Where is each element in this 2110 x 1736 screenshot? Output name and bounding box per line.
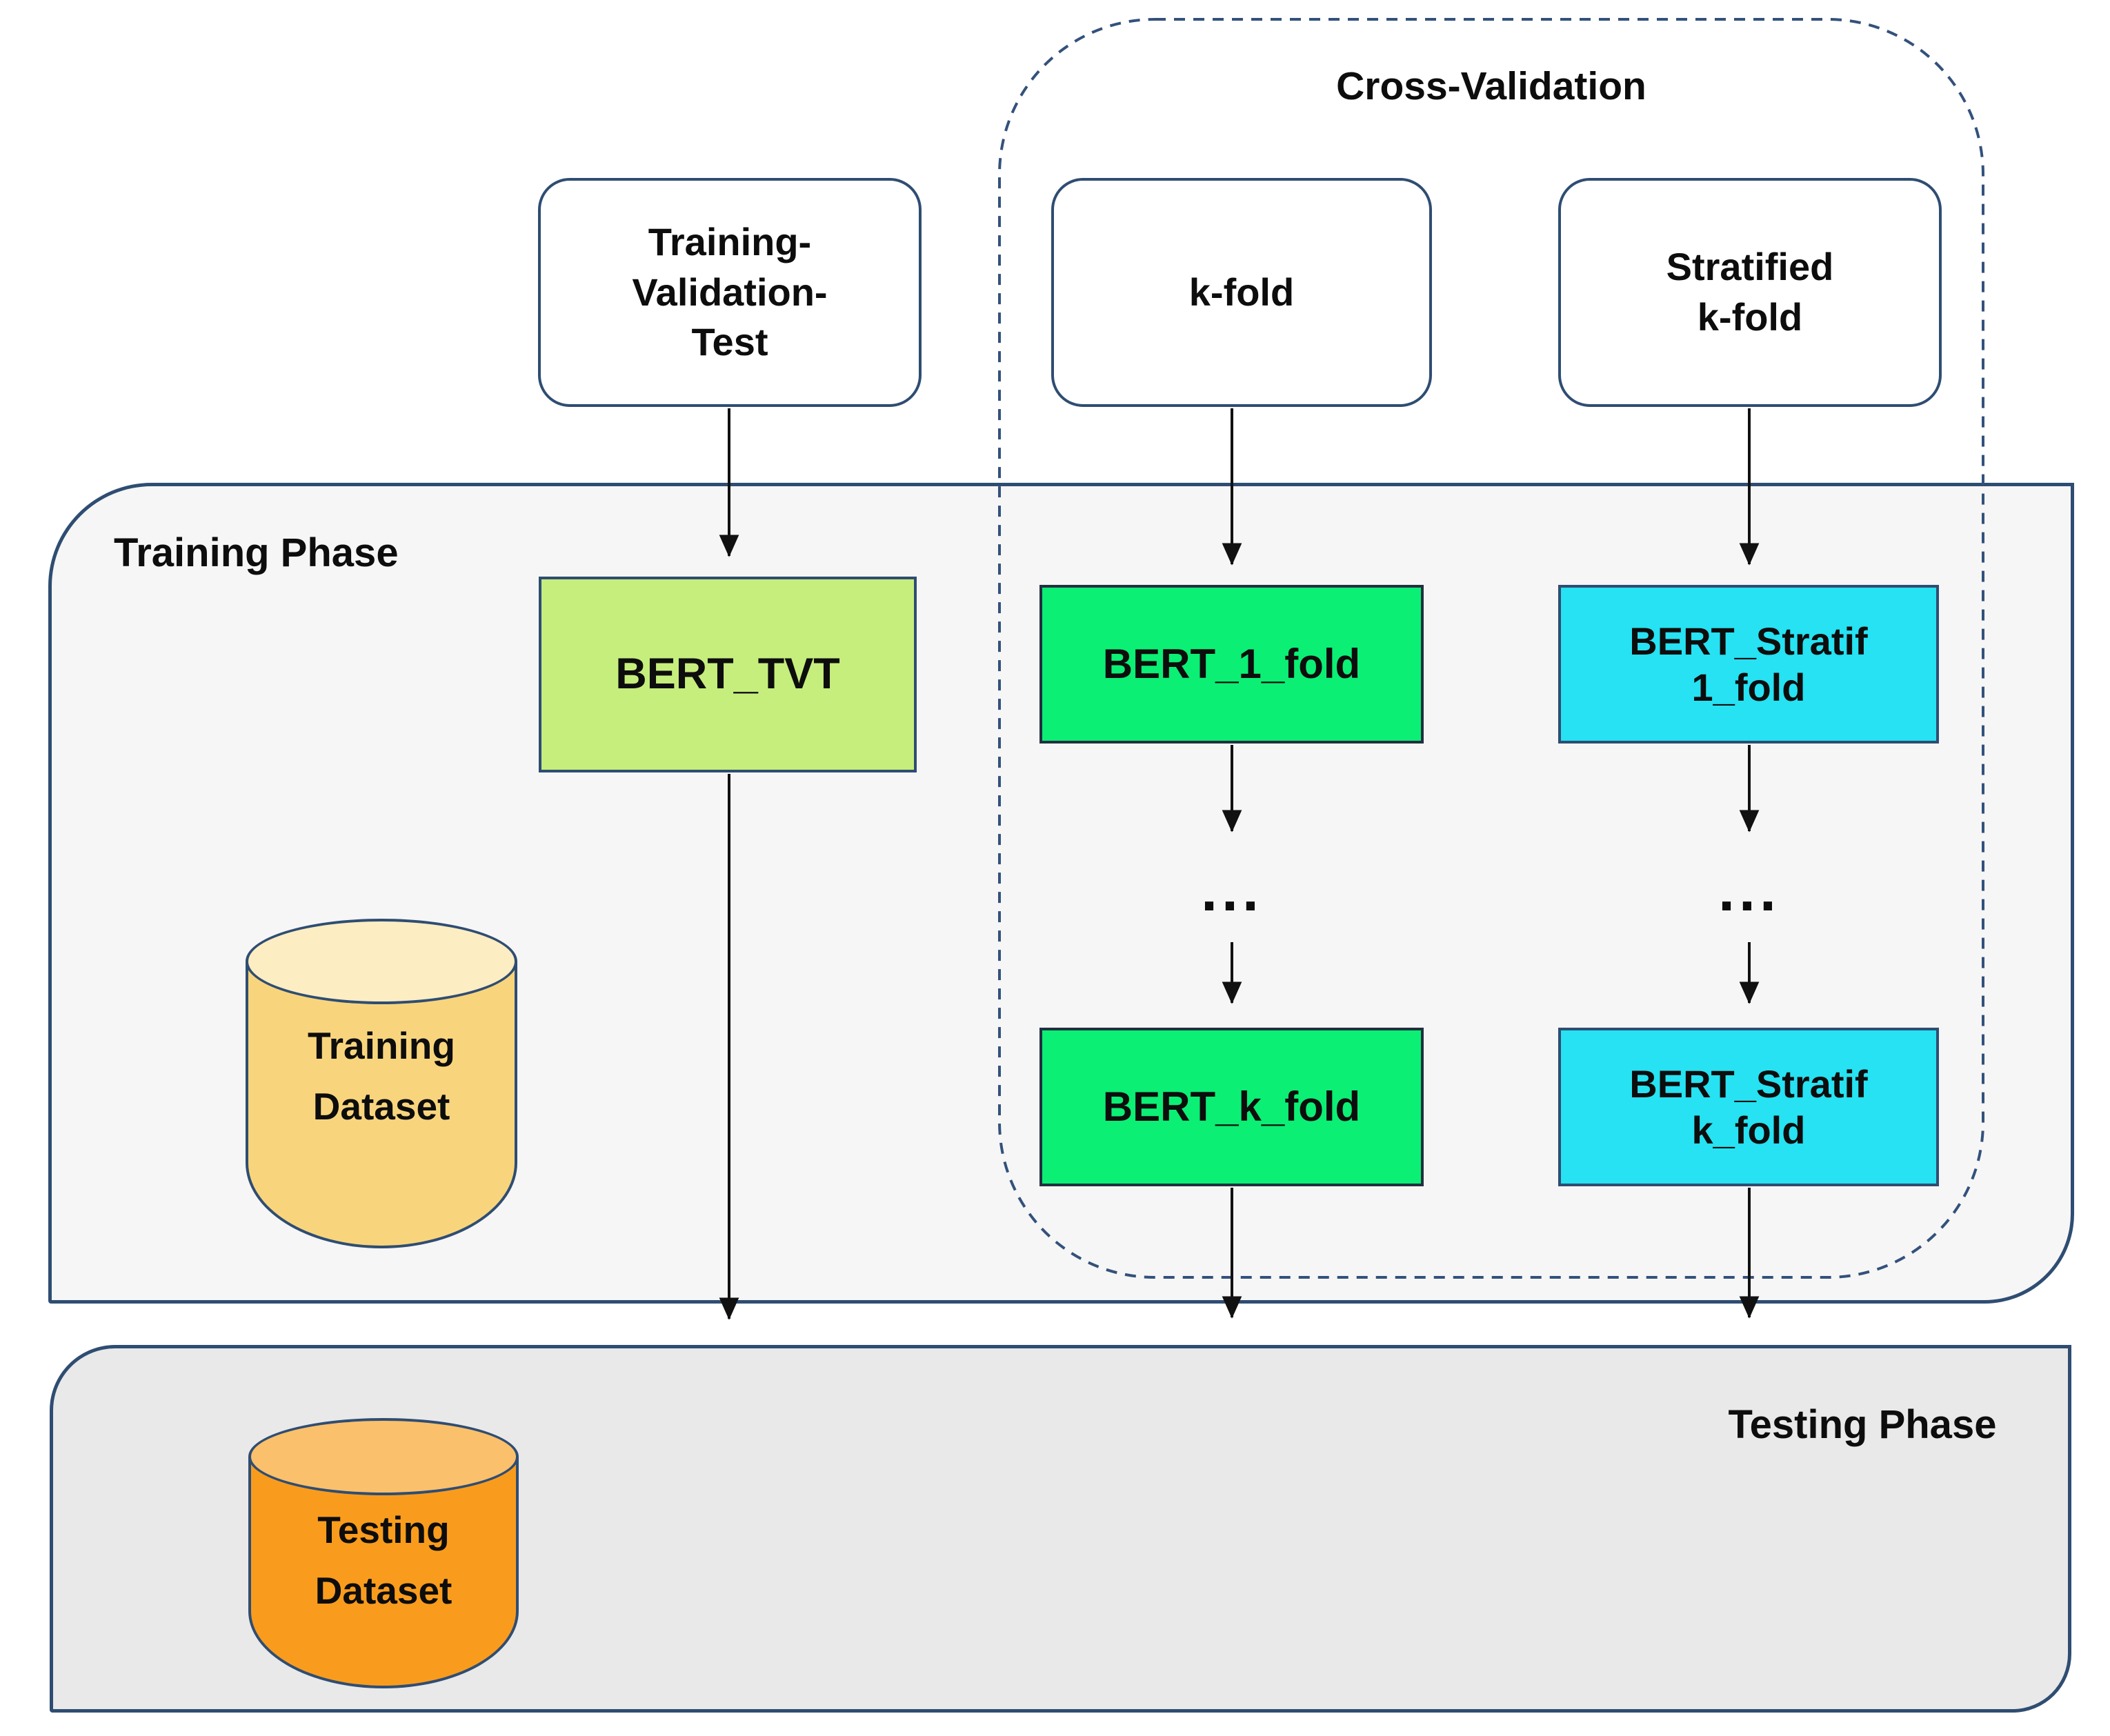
training-dataset-cylinder-body xyxy=(246,961,517,1248)
bert-tvt-label: BERT_TVT xyxy=(615,650,840,699)
bert-k-fold-label: BERT_k_fold xyxy=(1102,1084,1361,1130)
testing-dataset-cylinder: Testing Dataset xyxy=(248,1418,519,1688)
training-dataset-line2: Dataset xyxy=(312,1085,450,1128)
training-dataset-line1: Training xyxy=(308,1024,455,1067)
stratified-line2: k-fold xyxy=(1697,295,1803,339)
bert-1-fold-box: BERT_1_fold xyxy=(1039,585,1424,744)
testing-dataset-label: Testing Dataset xyxy=(248,1499,519,1621)
training-phase-label: Training Phase xyxy=(114,530,399,575)
k-fold-label: k-fold xyxy=(1188,270,1295,314)
testing-dataset-line1: Testing xyxy=(317,1508,450,1551)
train-validation-test-box: Training- Validation- Test xyxy=(538,178,922,407)
stratified-k-fold-ellipsis: ... xyxy=(1718,857,1780,924)
training-dataset-cylinder: Training Dataset xyxy=(246,919,517,1248)
tvt-line3: Test xyxy=(691,320,768,364)
testing-dataset-cylinder-top xyxy=(248,1418,519,1495)
bert-stratif-1-fold-line2: 1_fold xyxy=(1691,666,1806,709)
bert-1-fold-label: BERT_1_fold xyxy=(1102,641,1361,687)
tvt-line2: Validation- xyxy=(632,270,828,314)
bert-stratif-1-fold-line1: BERT_Stratif xyxy=(1629,619,1868,663)
bert-stratif-k-fold-line1: BERT_Stratif xyxy=(1629,1061,1868,1106)
bert-stratif-k-fold-line2: k_fold xyxy=(1691,1108,1806,1152)
stratified-line1: Stratified xyxy=(1666,245,1834,289)
bert-tvt-box: BERT_TVT xyxy=(539,577,917,772)
testing-dataset-cylinder-body xyxy=(248,1457,519,1688)
cross-validation-label: Cross-Validation xyxy=(1336,64,1646,108)
bert-stratif-k-fold-box: BERT_Stratif k_fold xyxy=(1558,1028,1939,1186)
training-dataset-cylinder-top xyxy=(246,919,517,1004)
training-dataset-label: Training Dataset xyxy=(246,1015,517,1137)
testing-phase-label: Testing Phase xyxy=(1728,1402,1997,1447)
bert-k-fold-box: BERT_k_fold xyxy=(1039,1028,1424,1186)
stratified-k-fold-box: Stratified k-fold xyxy=(1558,178,1942,407)
k-fold-box: k-fold xyxy=(1051,178,1432,407)
tvt-line1: Training- xyxy=(648,219,812,263)
bert-stratif-1-fold-box: BERT_Stratif 1_fold xyxy=(1558,585,1939,744)
testing-dataset-line2: Dataset xyxy=(315,1569,452,1612)
k-fold-ellipsis: ... xyxy=(1201,857,1263,924)
